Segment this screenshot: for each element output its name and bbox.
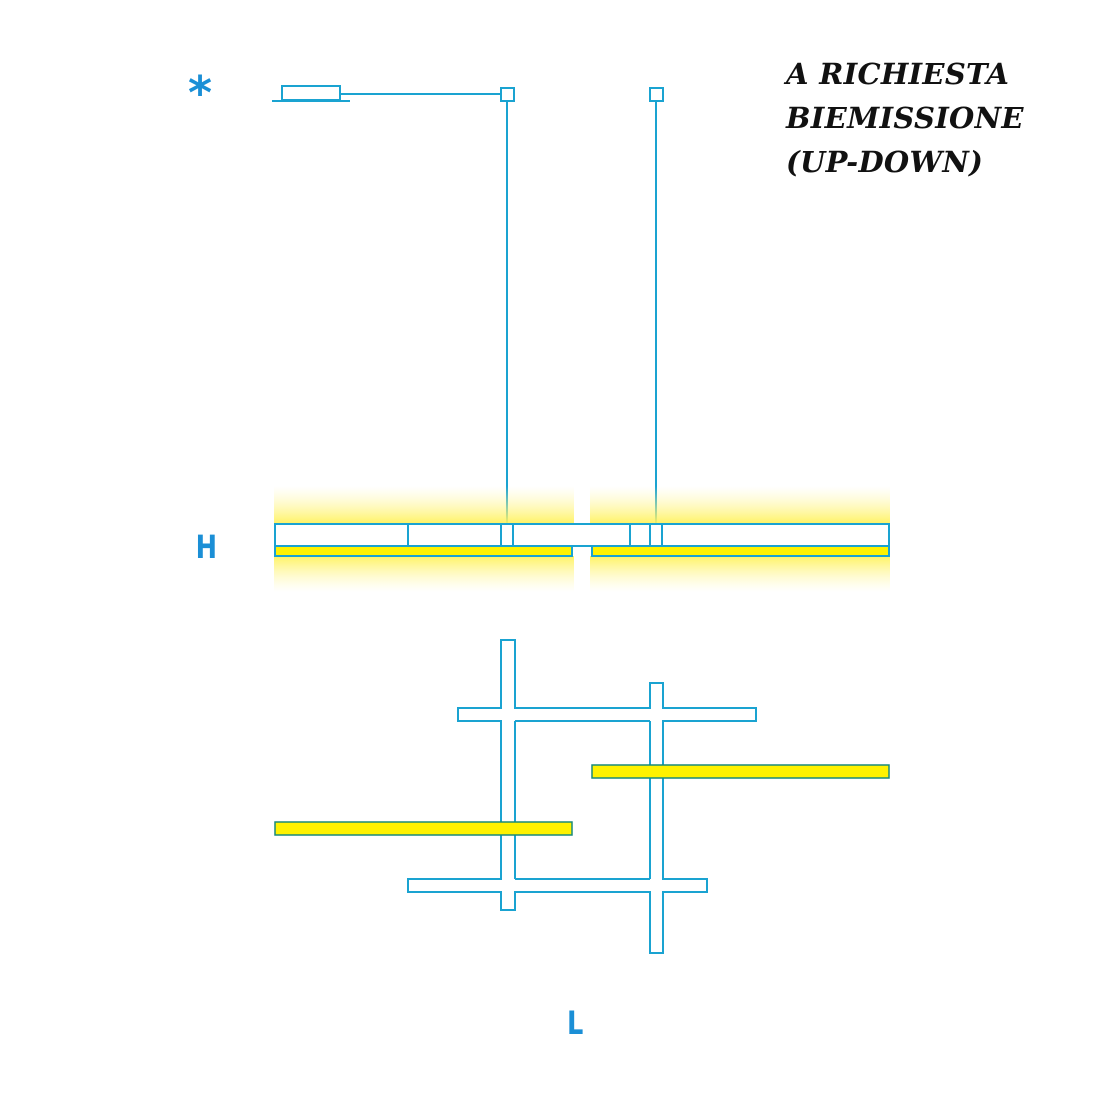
light-glow xyxy=(274,486,890,592)
side-view-fixture xyxy=(274,523,890,557)
asterisk-marker: * xyxy=(188,66,213,120)
led-bars xyxy=(274,764,890,836)
ceiling-canopy xyxy=(272,85,664,102)
bi-emission-note: A RICHIESTA BIEMISSIONE (UP-DOWN) xyxy=(786,52,1024,184)
note-line: (UP-DOWN) xyxy=(786,145,984,179)
note-line: BIEMISSIONE xyxy=(786,101,1024,135)
length-label: L xyxy=(567,1004,584,1042)
height-label: H xyxy=(195,528,218,566)
suspension-cables xyxy=(506,101,657,524)
note-line: A RICHIESTA xyxy=(786,57,1010,91)
top-view-fixture xyxy=(407,639,757,954)
